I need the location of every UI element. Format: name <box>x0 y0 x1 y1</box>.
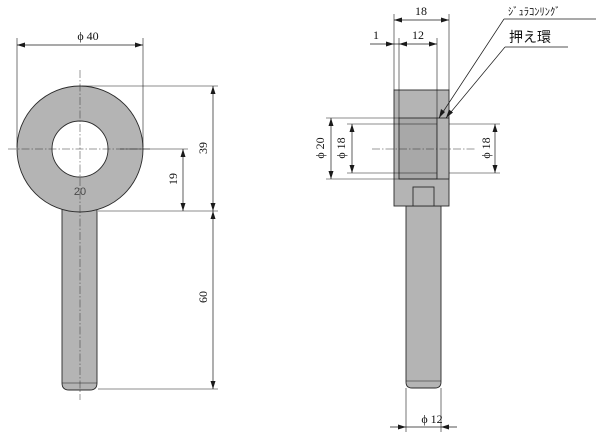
svg-text:押え環: 押え環 <box>509 30 551 46</box>
eyebolt-shaft <box>61 197 98 391</box>
callout-retainer-ring: 押え環 <box>445 30 568 119</box>
dim-side-outer-diameter: ϕ 20 <box>313 118 334 179</box>
duracon-ring <box>398 117 438 180</box>
dim-ring-outer-diameter: ϕ 40 <box>16 29 144 147</box>
svg-text:ϕ 20: ϕ 20 <box>313 137 327 158</box>
callout-duracon-ring: ｼﾞｭﾗｺﾝﾘﾝｸﾞ <box>438 6 596 119</box>
svg-text:ϕ 18: ϕ 18 <box>334 137 348 158</box>
svg-text:ｼﾞｭﾗｺﾝﾘﾝｸﾞ: ｼﾞｭﾗｺﾝﾘﾝｸﾞ <box>508 6 561 18</box>
svg-text:ϕ 18: ϕ 18 <box>479 137 493 158</box>
side-view: 18 1 12 ϕ 20 ϕ 18 <box>313 4 596 432</box>
svg-text:ϕ 12: ϕ 12 <box>421 412 442 426</box>
svg-text:19: 19 <box>166 173 180 185</box>
retainer-ring <box>436 117 450 180</box>
svg-text:60: 60 <box>196 291 210 303</box>
dim-side-offset: 1 12 <box>370 28 438 118</box>
dim-shaft-diameter: ϕ 12 <box>390 388 457 432</box>
svg-text:12: 12 <box>412 28 424 42</box>
side-shaft <box>405 205 442 389</box>
svg-text:39: 39 <box>196 142 210 154</box>
svg-text:ϕ 40: ϕ 40 <box>77 29 98 43</box>
dim-shaft-length: 60 <box>196 211 216 389</box>
dim-center-height: 19 <box>166 149 186 211</box>
dim-side-bore-diameter: ϕ 18 <box>479 124 498 173</box>
dim-side-inner-diameter: ϕ 18 <box>334 124 355 173</box>
svg-text:18: 18 <box>415 4 427 18</box>
dim-side-width: 18 <box>393 4 450 90</box>
dim-total-height: 39 <box>196 86 216 211</box>
svg-text:1: 1 <box>373 28 379 42</box>
bottom-collar <box>412 186 435 207</box>
front-view: 20 ϕ 40 39 19 <box>8 29 218 400</box>
